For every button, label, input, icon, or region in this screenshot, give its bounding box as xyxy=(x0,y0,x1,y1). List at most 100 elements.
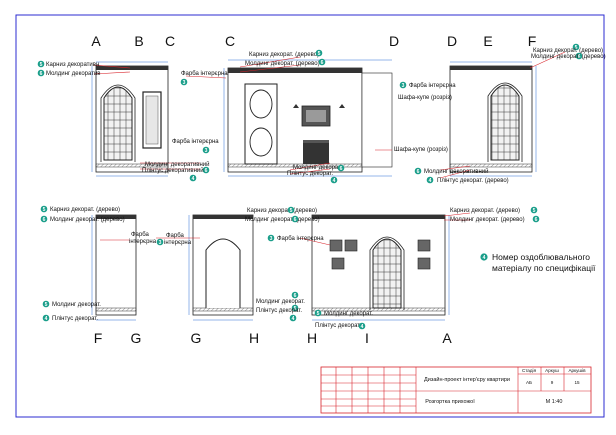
axis-label: H xyxy=(249,330,259,346)
annotation-label: Молдинг декорат. (дерево) xyxy=(245,217,320,223)
marker-circle xyxy=(40,215,48,223)
sheet-border xyxy=(15,14,605,418)
elevation-g-h xyxy=(156,214,254,321)
picture-frame-4 xyxy=(417,239,431,252)
marker-circle xyxy=(291,291,299,299)
annotation-label: Фарба xyxy=(131,232,150,238)
annotation-label: Плінтус декорат. xyxy=(315,323,361,329)
marker-number: 5 xyxy=(45,302,48,308)
annotation-label: Молдинг декорат. (дерево) xyxy=(450,217,525,223)
marker-circle xyxy=(37,60,45,68)
marker-circle xyxy=(530,206,538,214)
annotation-label: Фарба інтерєрна xyxy=(277,236,324,242)
axis-label: G xyxy=(131,330,142,346)
annotation-label: Карниз декоративн xyxy=(46,62,99,68)
marker-circle xyxy=(532,215,540,223)
axis-label: I xyxy=(365,330,369,346)
picture-frame-3 xyxy=(331,257,345,270)
marker-circle xyxy=(189,174,197,182)
marker-circle xyxy=(318,58,326,66)
marker-circle xyxy=(414,167,422,175)
marker-number: 5 xyxy=(294,306,297,312)
marker-circle xyxy=(337,164,345,172)
arched-door-right xyxy=(490,84,520,161)
marker-circle xyxy=(156,238,164,246)
marker-circle xyxy=(572,43,580,51)
marker-circle xyxy=(291,215,299,223)
marker-circle xyxy=(40,205,48,213)
arched-opening xyxy=(205,238,241,308)
marker-number: 5 xyxy=(43,207,46,213)
annotation-label: Молдинг декорат. xyxy=(293,165,342,171)
marker-number: 4 xyxy=(45,316,48,322)
picture-frame-1 xyxy=(329,239,343,252)
annotation-label: Молдинг декорат. xyxy=(324,311,373,317)
legend-marker-number: 4 xyxy=(483,255,486,261)
annotation-label: Молдинг декоратив xyxy=(46,71,101,77)
annotation-label: Фарба інтерєрна xyxy=(181,71,228,77)
legend-marker xyxy=(480,253,488,261)
marker-number: 6 xyxy=(578,54,581,60)
legend-text-line1: Номер оздоблювального xyxy=(492,252,590,262)
marker-number: 6 xyxy=(43,217,46,223)
annotation-label: Молдинг декорат. (дерево) xyxy=(531,54,606,60)
title-block-frame xyxy=(320,366,592,414)
scale-value: М 1:40 xyxy=(546,399,563,405)
sheets-header: Аркушів xyxy=(568,368,586,373)
marker-number: 3 xyxy=(402,83,405,89)
marker-circle xyxy=(426,176,434,184)
marker-circle xyxy=(289,314,297,322)
axis-label: C xyxy=(225,33,235,49)
annotation-label: Плінтус декоративний xyxy=(142,167,204,174)
annotation-label: Молдинг декоративний xyxy=(424,168,489,175)
marker-circle xyxy=(314,309,322,317)
arched-door xyxy=(103,86,133,161)
marker-circle xyxy=(202,166,210,174)
annotation-label: Плінтус декорат. xyxy=(52,316,98,322)
marker-circle xyxy=(287,206,295,214)
annotation-label: Молдинг декорат. (дерево) xyxy=(245,61,320,67)
marker-number: 5 xyxy=(317,311,320,317)
marker-circle xyxy=(291,304,299,312)
annotation-label: Фарба інтерєрна xyxy=(172,139,219,145)
marker-number: 6 xyxy=(40,71,43,77)
axis-label: C xyxy=(165,33,175,49)
elevation-a-c xyxy=(91,61,200,177)
marker-number: 6 xyxy=(340,166,343,172)
marker-number: 6 xyxy=(535,217,538,223)
marker-circle xyxy=(330,176,338,184)
stage-value: АБ xyxy=(526,380,532,385)
annotation-label: Молдинг декорат. (дерево) xyxy=(50,217,125,223)
elevation-h-a xyxy=(299,212,471,321)
annotation-label: Плінтус декорат. xyxy=(287,171,333,177)
elevation-d-f xyxy=(439,51,566,179)
annotation-label: Шафа-купе (розріз) xyxy=(394,147,448,153)
marker-circle xyxy=(202,146,210,154)
annotation-label: Плінтус декорат. (дерево) xyxy=(437,178,509,184)
axis-label: F xyxy=(94,330,103,346)
axis-label: D xyxy=(447,33,457,49)
title-block: Стадія Аркуш Аркушів АБ 9 15 Дизайн-прое… xyxy=(320,366,592,414)
marker-number: 6 xyxy=(294,293,297,299)
marker-circle xyxy=(315,49,323,57)
picture-frame-5 xyxy=(417,257,431,270)
elevation-f-g-wall xyxy=(95,214,137,316)
marker-circle xyxy=(399,81,407,89)
annotation-label: Шафа-купе (розріз) xyxy=(398,95,452,101)
marker-circle xyxy=(37,69,45,77)
marker-number: 3 xyxy=(159,240,162,246)
annotation-label: інтерєрна xyxy=(164,240,192,246)
callouts: 5 Карниз декоративн 6 Молдинг декоратив … xyxy=(37,43,606,330)
marker-number: 4 xyxy=(333,178,336,184)
elevation-f-g xyxy=(91,214,137,321)
annotation-label: інтерєрна xyxy=(129,239,157,245)
marker-circle xyxy=(575,52,583,60)
annotation-label: Карниз декорат. (дерево) xyxy=(247,208,317,214)
elevation-c-d xyxy=(185,56,393,177)
sheet-value: 9 xyxy=(551,380,554,385)
marker-circle xyxy=(42,314,50,322)
marker-number: 6 xyxy=(417,169,420,175)
marker-number: 5 xyxy=(533,208,536,214)
annotation-label: Карниз декорат. (дерево) xyxy=(249,52,319,58)
marker-number: 6 xyxy=(321,60,324,66)
